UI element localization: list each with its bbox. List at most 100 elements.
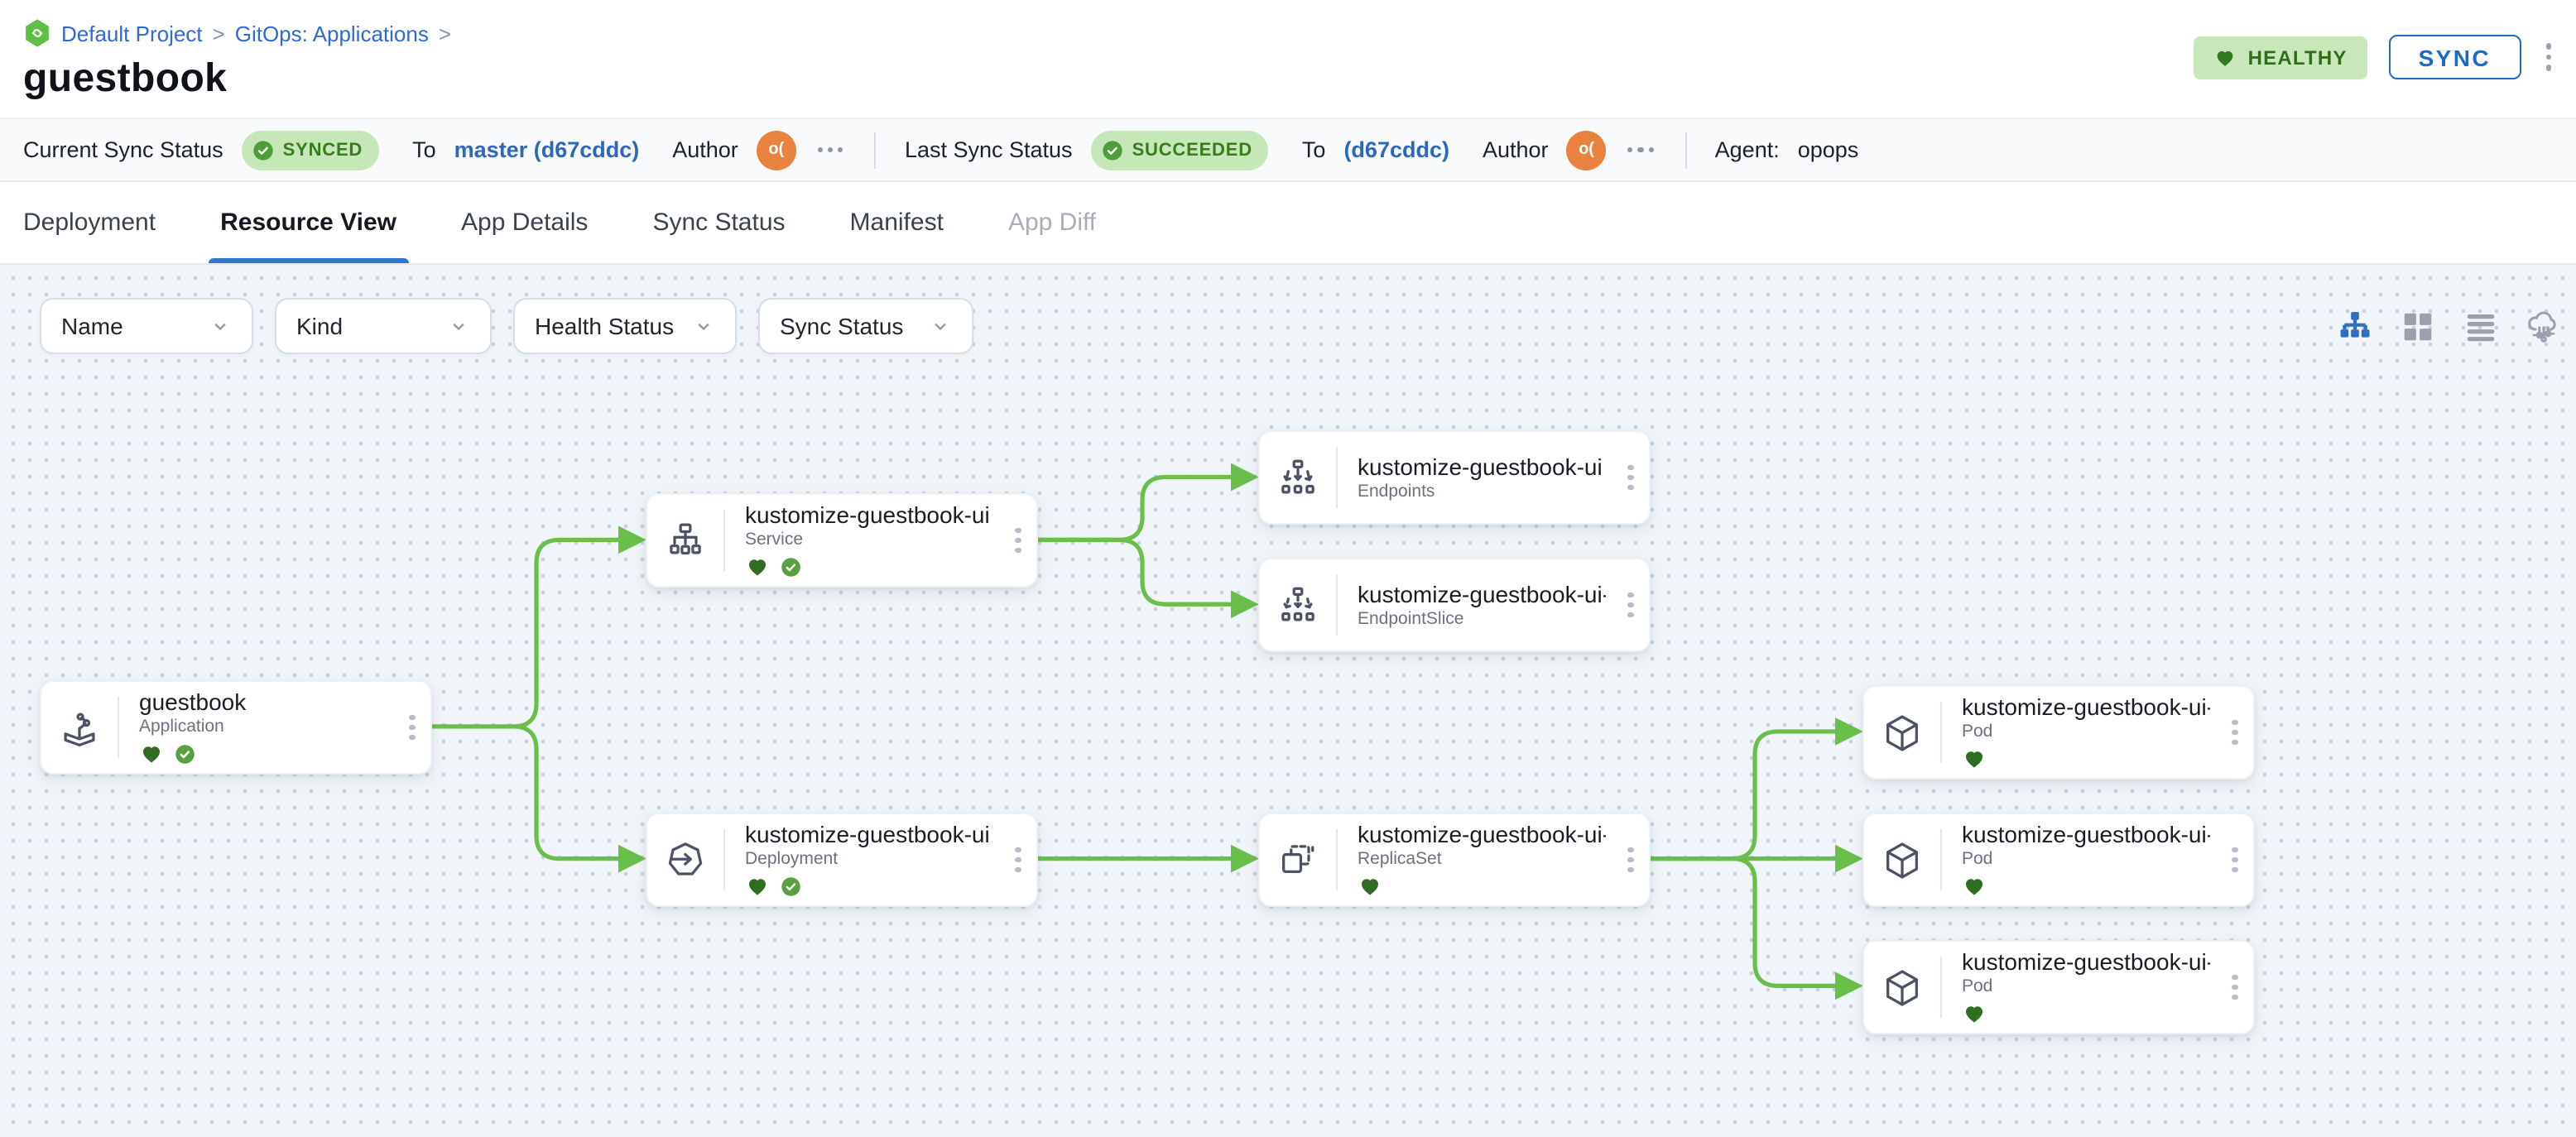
check-circle-icon <box>252 140 273 160</box>
health-status-label: HEALTHY <box>2247 46 2348 69</box>
tab-manifest[interactable]: Manifest <box>849 209 944 237</box>
resource-name: kustomize-guestbook-ui-... <box>1962 948 2210 975</box>
chevron-down-icon <box>453 323 464 331</box>
resource-node-endpointslice[interactable]: kustomize-guestbook-ui-... EndpointSlice <box>1258 558 1651 652</box>
healthy-heart-icon <box>1962 874 1987 899</box>
divider <box>874 132 877 168</box>
synced-check-icon <box>174 743 196 765</box>
node-menu-icon[interactable] <box>2217 942 2253 1033</box>
synced-check-icon <box>780 556 802 578</box>
agent-value: opops <box>1797 137 1859 162</box>
tab-resource-view[interactable]: Resource View <box>209 182 409 263</box>
breadcrumb-section-link[interactable]: GitOps: Applications <box>234 21 429 46</box>
tab-bar: Deployment Resource View App Details Sync S… <box>0 182 2576 265</box>
healthy-heart-icon <box>1358 874 1382 899</box>
node-menu-icon[interactable] <box>2217 687 2253 778</box>
resource-name: kustomize-guestbook-ui <box>1358 453 1603 480</box>
grid-view-icon[interactable] <box>2399 307 2437 345</box>
author-avatar: o( <box>1566 130 1607 170</box>
current-sync-status-label: Current Sync Status <box>23 137 223 162</box>
node-menu-icon[interactable] <box>394 682 430 773</box>
divider <box>1684 132 1687 168</box>
succeeded-badge: SUCCEEDED <box>1090 130 1269 170</box>
filter-kind[interactable]: Kind <box>275 298 492 354</box>
edge-svc-ep <box>1036 463 1259 542</box>
resource-kind: EndpointSlice <box>1358 609 1464 629</box>
filter-name[interactable]: Name <box>40 298 253 354</box>
resource-name: kustomize-guestbook-ui <box>745 501 990 528</box>
deployment-icon <box>647 829 725 890</box>
endpoints-icon <box>1260 447 1338 508</box>
resource-name: kustomize-guestbook-ui-... <box>1962 693 2210 720</box>
filter-health-status[interactable]: Health Status <box>513 298 737 354</box>
to-label: To <box>412 137 436 162</box>
synced-check-icon <box>780 876 802 898</box>
sync-button[interactable]: SYNC <box>2388 35 2521 79</box>
node-menu-icon[interactable] <box>1000 495 1036 586</box>
resource-node-application[interactable]: guestbook Application <box>40 680 432 775</box>
author-label: Author <box>672 137 738 162</box>
resource-tree-canvas[interactable]: Name Kind Health Status Sync Status <box>0 265 2576 1137</box>
tab-deployment[interactable]: Deployment <box>23 209 156 237</box>
healthy-heart-icon <box>745 874 770 899</box>
resource-node-deployment[interactable]: kustomize-guestbook-ui Deployment <box>646 813 1038 907</box>
pod-icon <box>1864 957 1942 1018</box>
tree-view-icon[interactable] <box>2336 307 2374 345</box>
synced-badge-label: SYNCED <box>282 140 363 160</box>
resource-node-endpoints[interactable]: kustomize-guestbook-ui Endpoints <box>1258 430 1651 525</box>
page-title: guestbook <box>23 56 228 101</box>
resource-kind: Deployment <box>745 849 839 869</box>
filter-sync-status[interactable]: Sync Status <box>758 298 973 354</box>
network-view-icon[interactable] <box>2525 307 2563 345</box>
resource-node-pod[interactable]: kustomize-guestbook-ui-... Pod <box>1862 813 2255 907</box>
replicaset-icon <box>1260 829 1338 890</box>
resource-name: kustomize-guestbook-ui-... <box>1962 821 2210 847</box>
endpointslice-icon <box>1260 574 1338 636</box>
chevron-down-icon <box>698 323 709 331</box>
health-status-badge: HEALTHY <box>2193 36 2367 79</box>
chevron-down-icon <box>214 323 226 331</box>
healthy-heart-icon <box>745 554 770 579</box>
node-menu-icon[interactable] <box>1612 814 1649 905</box>
node-menu-icon[interactable] <box>1612 432 1649 523</box>
edge-app-dep <box>430 724 646 873</box>
node-menu-icon[interactable] <box>1000 814 1036 905</box>
resource-kind: Pod <box>1962 722 1993 741</box>
resource-tree-edges <box>430 463 1863 1000</box>
page-header: Default Project > GitOps: Applications >… <box>0 0 2576 118</box>
resource-kind: Pod <box>1962 849 1993 869</box>
resource-kind: Pod <box>1962 976 1993 996</box>
resource-node-replicaset[interactable]: kustomize-guestbook-ui-... ReplicaSet <box>1258 813 1651 907</box>
list-view-icon[interactable] <box>2462 307 2500 345</box>
header-more-menu-icon[interactable] <box>2542 41 2554 74</box>
tab-sync-status[interactable]: Sync Status <box>652 209 786 237</box>
node-menu-icon[interactable] <box>1612 559 1649 650</box>
resource-kind: ReplicaSet <box>1358 849 1442 869</box>
resource-node-pod[interactable]: kustomize-guestbook-ui-... Pod <box>1862 685 2255 780</box>
tab-app-diff: App Diff <box>1007 209 1097 237</box>
resource-node-pod[interactable]: kustomize-guestbook-ui-... Pod <box>1862 940 2255 1034</box>
commit-more-icon[interactable] <box>1625 144 1657 156</box>
view-toggles <box>2336 307 2563 345</box>
service-icon <box>647 510 725 571</box>
tab-app-details[interactable]: App Details <box>461 209 589 237</box>
resource-name: guestbook <box>139 688 247 715</box>
breadcrumb: Default Project > GitOps: Applications > <box>23 18 2553 48</box>
commit-more-icon[interactable] <box>815 144 847 156</box>
heart-icon <box>2217 50 2232 65</box>
breadcrumb-separator: > <box>438 21 452 46</box>
resource-node-service[interactable]: kustomize-guestbook-ui Service <box>646 493 1038 588</box>
resource-name: kustomize-guestbook-ui-... <box>1358 821 1606 847</box>
synced-badge: SYNCED <box>241 130 380 170</box>
last-revision-link[interactable]: (d67cddc) <box>1343 137 1449 162</box>
breadcrumb-project-link[interactable]: Default Project <box>61 21 203 46</box>
current-revision-link[interactable]: master (d67cddc) <box>454 137 640 162</box>
node-menu-icon[interactable] <box>2217 814 2253 905</box>
edge-svc-eps <box>1036 537 1259 619</box>
resource-kind: Application <box>139 717 224 736</box>
resource-kind: Service <box>745 530 804 549</box>
filter-bar: Name Kind Health Status Sync Status <box>40 298 2563 354</box>
edge-rs-pod1 <box>1648 717 1863 861</box>
to-label: To <box>1301 137 1326 162</box>
